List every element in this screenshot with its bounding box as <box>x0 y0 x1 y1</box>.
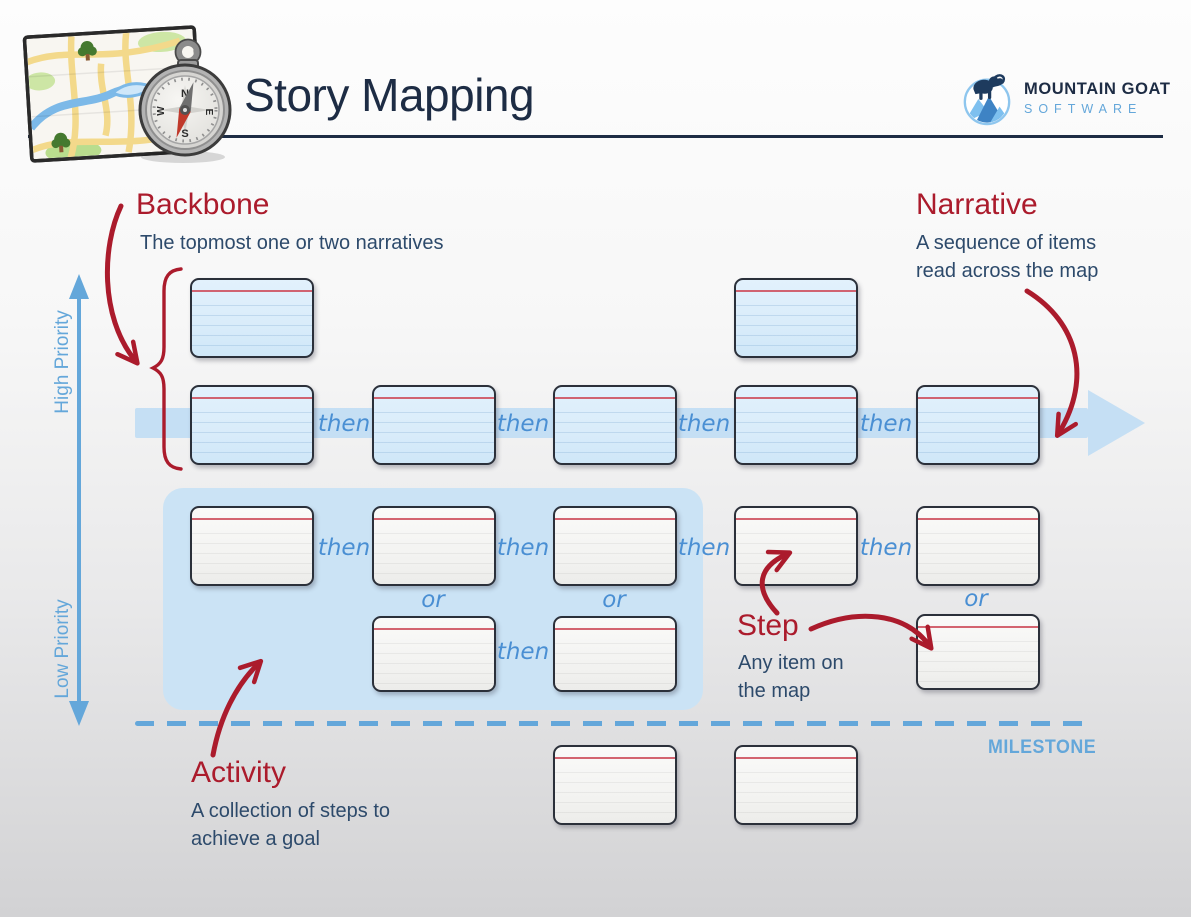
story-card <box>916 614 1040 690</box>
story-card <box>372 616 496 692</box>
then-connector: then <box>859 411 913 437</box>
then-connector: then <box>677 411 731 437</box>
story-card <box>553 506 677 586</box>
activity-title: Activity <box>191 756 287 789</box>
backbone-description: The topmost one or two narratives <box>140 232 444 254</box>
story-card <box>190 506 314 586</box>
priority-axis-arrow <box>69 701 89 726</box>
then-connector: then <box>496 639 550 665</box>
activity-description: A collection of steps to achieve a goal <box>191 797 390 853</box>
backbone-title: Backbone <box>136 188 270 221</box>
story-card <box>553 616 677 692</box>
low-priority-label: Low Priority <box>52 599 73 699</box>
story-card <box>916 506 1040 586</box>
step-description-line1: Any item on <box>738 652 844 674</box>
story-card <box>190 385 314 465</box>
story-card <box>190 278 314 358</box>
mountain-goat-logo-icon <box>963 74 1011 126</box>
svg-text:E: E <box>203 109 214 116</box>
then-connector: then <box>317 411 371 437</box>
or-connector: or <box>602 587 626 613</box>
svg-text:S: S <box>181 128 188 140</box>
page-title: Story Mapping <box>244 69 535 121</box>
logo-subtitle: SOFTWARE <box>1024 102 1143 116</box>
map-compass-icon: N S W E <box>22 25 232 163</box>
header-divider <box>28 135 1163 138</box>
company-logo: MOUNTAIN GOAT SOFTWARE <box>960 70 1171 126</box>
svg-text:W: W <box>156 106 167 116</box>
activity-description-line1: A collection of steps to <box>191 800 391 822</box>
priority-axis-arrow <box>77 297 81 703</box>
story-card <box>734 506 858 586</box>
narrative-description-line2: read across the map <box>916 260 1099 282</box>
story-card <box>372 506 496 586</box>
step-title: Step <box>737 609 799 642</box>
logo-name: MOUNTAIN GOAT <box>1024 80 1171 98</box>
then-connector: then <box>317 535 371 561</box>
milestone-line <box>135 721 1087 726</box>
then-connector: then <box>859 535 913 561</box>
story-card <box>916 385 1040 465</box>
story-card <box>734 745 858 825</box>
story-card <box>372 385 496 465</box>
then-connector: then <box>677 535 731 561</box>
then-connector: then <box>496 411 550 437</box>
svg-text:N: N <box>181 88 189 100</box>
step-description: Any item on the map <box>738 649 844 705</box>
narrative-title: Narrative <box>916 188 1038 221</box>
activity-description-line2: achieve a goal <box>191 828 320 850</box>
narrative-description-line1: A sequence of items <box>916 232 1097 254</box>
story-card <box>734 385 858 465</box>
or-connector: or <box>964 586 988 612</box>
then-connector: then <box>496 535 550 561</box>
high-priority-label: High Priority <box>52 310 73 414</box>
milestone-label: MILESTONE <box>988 737 1097 758</box>
story-card <box>553 385 677 465</box>
story-card <box>734 278 858 358</box>
narrative-description: A sequence of items read across the map <box>916 229 1098 285</box>
story-card <box>553 745 677 825</box>
priority-axis-arrow <box>69 274 89 299</box>
step-description-line2: the map <box>738 680 811 702</box>
or-connector: or <box>421 587 445 613</box>
